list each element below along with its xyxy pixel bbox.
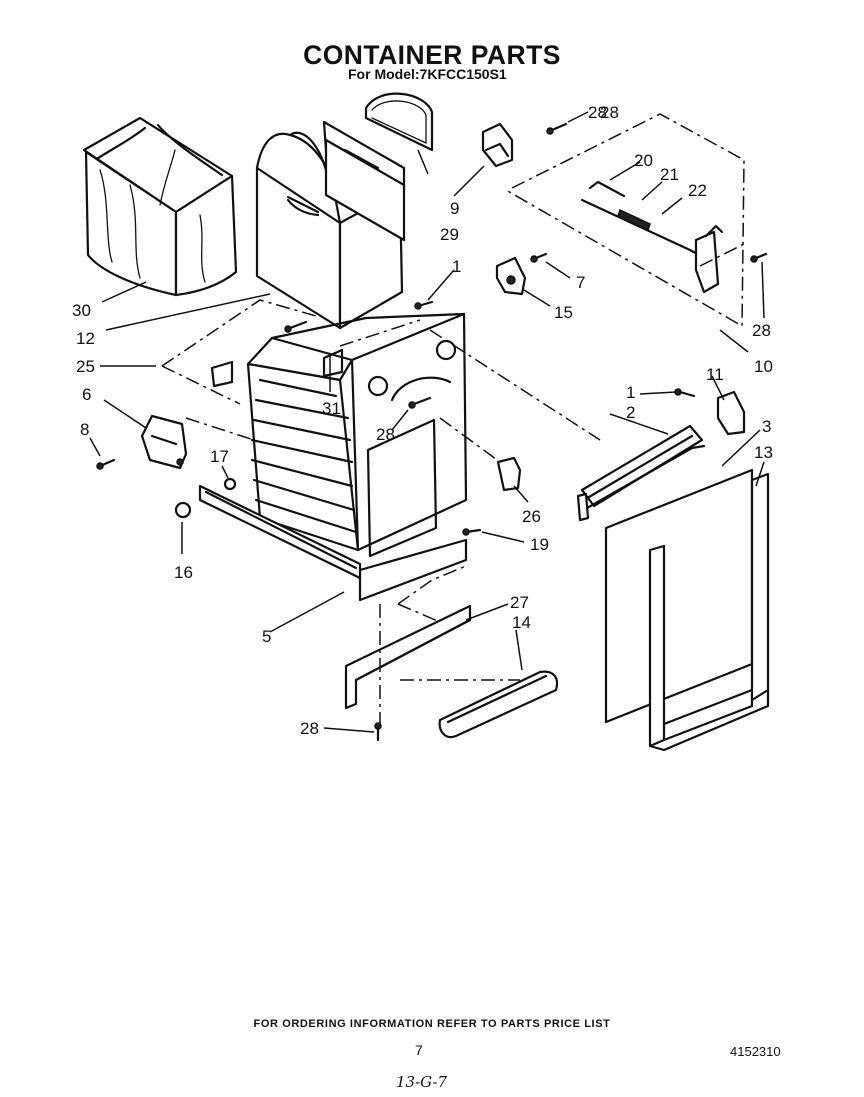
model-subtitle: For Model:7KFCC150S1	[348, 66, 507, 82]
part-cabinet-frame	[210, 312, 468, 602]
callout-label: 21	[660, 165, 679, 184]
leader-lines	[89, 111, 765, 733]
callout-label: 5	[262, 627, 271, 646]
part-toe-plate	[344, 604, 559, 739]
callout-label: 27	[510, 593, 529, 612]
callout-label: 29	[440, 225, 459, 244]
callout-label: 28	[600, 103, 619, 122]
callout-label: 7	[576, 273, 585, 292]
callout-label: 14	[512, 613, 531, 632]
assembly-lines	[161, 113, 745, 724]
ordering-note: FOR ORDERING INFORMATION REFER TO PARTS …	[253, 1018, 611, 1030]
callout-label: 13	[754, 443, 773, 462]
part-liner	[255, 131, 404, 330]
callout-label: 25	[76, 357, 95, 376]
handwritten-note: 13-G-7	[396, 1073, 448, 1091]
callout-label: 28	[588, 103, 607, 122]
callout-label: 20	[634, 151, 653, 170]
callout-label: 30	[72, 301, 91, 320]
callout-label: 26	[522, 507, 541, 526]
callout-label: 12	[76, 329, 95, 348]
callout-label: 6	[82, 385, 91, 404]
page-title: CONTAINER PARTS	[303, 40, 561, 70]
page-number: 7	[415, 1042, 423, 1058]
screws	[96, 122, 768, 742]
callout-label: 17	[210, 447, 229, 466]
callout-label: 31	[322, 399, 341, 418]
callout-label: 1	[626, 383, 635, 402]
callout-label: 15	[554, 303, 573, 322]
callout-label: 16	[174, 563, 193, 582]
part-door-panel	[604, 468, 770, 752]
callout-label: 22	[688, 181, 707, 200]
part-bottom-rail	[198, 484, 362, 580]
callout-label: 28	[376, 425, 395, 444]
callout-label: 28	[300, 719, 319, 738]
callout-label: 9	[450, 199, 459, 218]
callout-label: 3	[762, 417, 771, 436]
callout-labels: 1 1 2 3 5 6 7 8 9 10 11 12 13 14 15 16 1…	[72, 103, 773, 738]
part-handle-bar	[576, 424, 706, 522]
callout-label: 28	[752, 321, 771, 340]
document-number: 4152310	[730, 1044, 781, 1059]
part-side-panels	[322, 92, 434, 242]
part-brackets	[481, 122, 746, 492]
part-trash-bag	[82, 116, 238, 297]
callout-label: 2	[626, 403, 635, 422]
callout-label: 11	[706, 365, 724, 384]
callout-label: 10	[754, 357, 773, 376]
part-hinge	[140, 414, 188, 470]
callout-label: 1	[452, 257, 461, 276]
exploded-parts-diagram: 1 1 2 3 5 6 7 8 9 10 11 12 13 14 15 16 1…	[72, 92, 773, 752]
callout-label: 19	[530, 535, 549, 554]
callout-label: 8	[80, 420, 89, 439]
